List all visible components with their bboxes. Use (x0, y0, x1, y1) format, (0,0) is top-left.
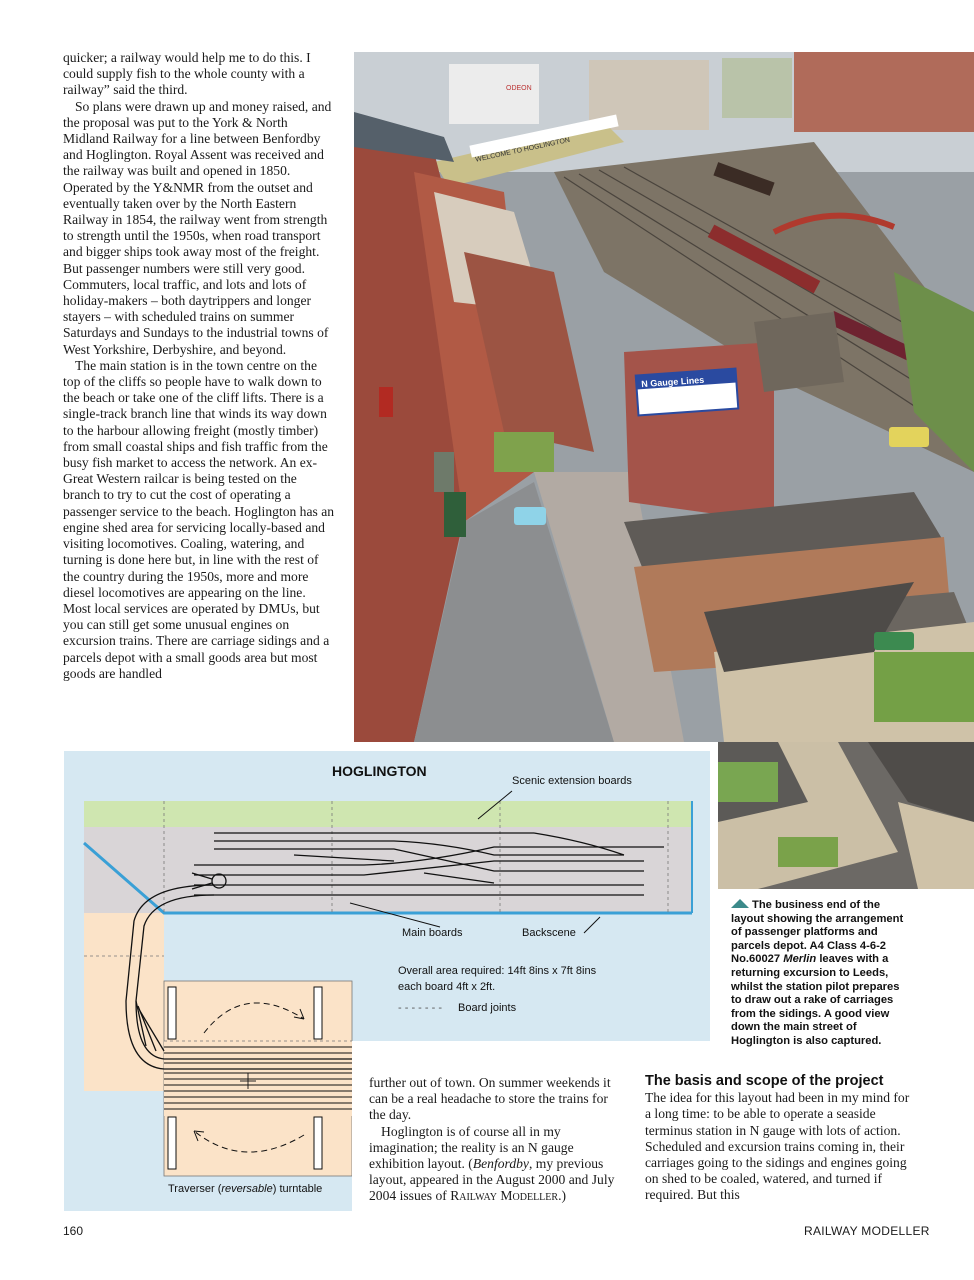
label-area-required: Overall area required: 14ft 8ins x 7ft 8… (398, 965, 597, 977)
billboard-n-gauge-lines: N Gauge Lines (641, 375, 705, 389)
paragraph: quicker; a railway would help me to do t… (63, 50, 311, 98)
magazine-name: Railway Modeller (450, 1188, 559, 1204)
page-number: 160 (63, 1224, 84, 1238)
scenic-extension-boards (84, 801, 692, 827)
sign-odeon: ODEON (506, 85, 532, 92)
paragraph: further out of town. On summer weekends … (369, 1075, 611, 1123)
traverser-deck (164, 1041, 352, 1116)
text-span: , my previous layout, appeared in the Au… (369, 1156, 615, 1204)
traverser-text: Traverser ( (168, 1183, 222, 1195)
caption-text: The business end of the layout showing t… (731, 899, 904, 966)
photo-caption: The business end of the layout showing t… (731, 899, 911, 1049)
layout-photo-continued (718, 742, 974, 889)
layout-photo: WELCOME TO HOGLINGTON ODEON N Gauge Lin (354, 52, 974, 742)
paragraph: The idea for this layout had been in my … (645, 1090, 910, 1203)
layout-photo-continued-drawing (718, 742, 974, 889)
label-board-size: each board 4ft x 2ft. (398, 981, 496, 993)
paragraph: The main station is in the town centre o… (63, 357, 335, 681)
board-joints (84, 801, 669, 1042)
label-backscene: Backscene (522, 927, 576, 939)
paragraph: So plans were drawn up and money raised,… (63, 98, 332, 357)
text-span: .) (558, 1188, 566, 1204)
layout-photo-drawing: WELCOME TO HOGLINGTON ODEON N Gauge Lin (354, 52, 974, 742)
article-column-mid: further out of town. On summer weekends … (369, 1075, 624, 1205)
traverser-emphasis: reversable (221, 1183, 273, 1195)
traverser-text-end: ) turntable (272, 1183, 323, 1195)
label-board-joints: Board joints (458, 1002, 517, 1014)
paragraph: Hoglington is of course all in my imagin… (369, 1124, 624, 1205)
traverser-arrows (167, 986, 323, 1170)
label-traverser: Traverser (reversable) turntable (168, 1183, 322, 1195)
label-scenic-extension: Scenic extension boards (512, 775, 632, 787)
curve-tracks (125, 884, 352, 1070)
plan-cutout (352, 1041, 710, 1211)
text-emphasis: Benfordby (472, 1156, 529, 1172)
label-main-boards: Main boards (402, 927, 463, 939)
article-column-left: quicker; a railway would help me to do t… (63, 50, 337, 682)
track-lines (191, 832, 664, 896)
plan-title: HOGLINGTON (332, 763, 427, 779)
article-column-right: The basis and scope of the project The i… (645, 1073, 915, 1204)
caption-emphasis: Merlin (783, 953, 817, 966)
text-span: Hoglington is of course all in my imagin… (369, 1123, 574, 1172)
section-heading: The basis and scope of the project (645, 1073, 884, 1089)
traverser-tracks (164, 1046, 352, 1110)
board-joints-key-line: - - - - - - - (398, 1002, 442, 1014)
track-plan-drawing (83, 790, 710, 1211)
caption-text-end: leaves with a returning excursion to Lee… (731, 953, 900, 1047)
backscene-line (83, 841, 692, 915)
caption-triangle-icon (731, 899, 749, 908)
magazine-title: RAILWAY MODELLER (804, 1224, 930, 1238)
track-plan: HOGLINGTON Scenic extension boards Main … (64, 751, 710, 1211)
